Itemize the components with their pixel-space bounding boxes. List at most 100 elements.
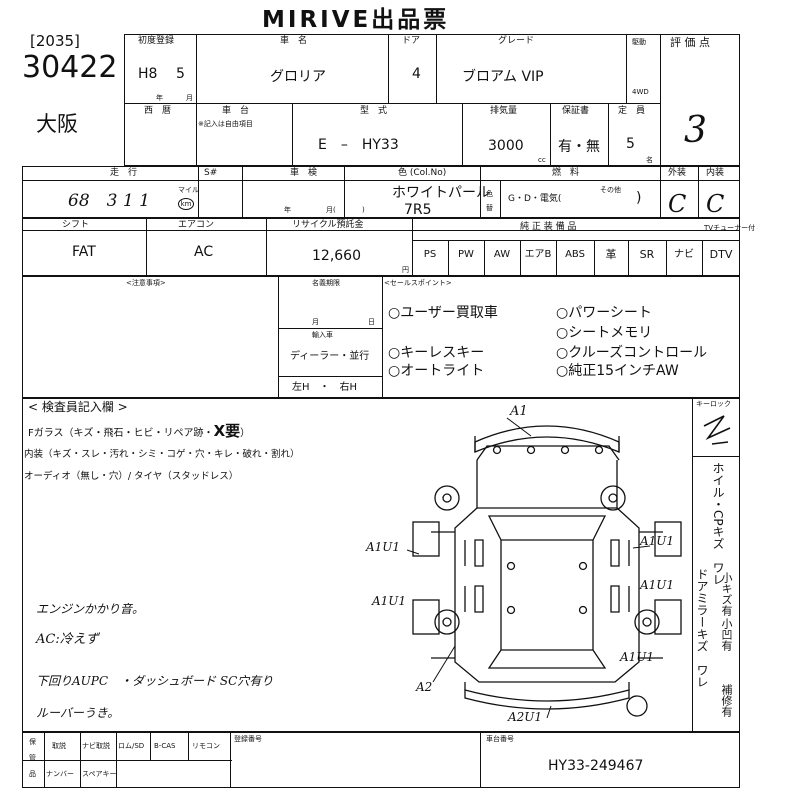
inspector-block xyxy=(22,398,740,732)
score-value: 3 xyxy=(684,110,707,151)
interior-value: C xyxy=(706,190,725,218)
fuel-value: G・D・電気( xyxy=(508,194,562,204)
equip-abs: ABS xyxy=(565,249,585,260)
inspector-label: < 検査員記入欄 > xyxy=(28,400,128,414)
damage-left-rear: A1U1 xyxy=(372,594,407,608)
aircon-value: AC xyxy=(194,244,214,260)
lot-location: 大阪 xyxy=(36,112,78,136)
bottom-side-1: 保 xyxy=(29,738,36,746)
bottom-navi-manual: ナビ取説 xyxy=(82,742,110,750)
registration-label: 初度登録 xyxy=(138,36,175,46)
inspector-glass-line: Fガラス（キズ・飛石・ヒビ・リペア跡・X要） xyxy=(28,420,250,441)
doors-value: 4 xyxy=(412,66,421,82)
equip-dtv: DTV xyxy=(709,248,733,261)
grade-label: グレード xyxy=(498,36,535,46)
tuner-label: TVチューナー付 xyxy=(704,224,756,232)
handwritten-note-2: AC:冷えず xyxy=(36,632,99,647)
import-handle: 左H ・ 右H xyxy=(292,382,358,393)
meigi-hi: 日 xyxy=(368,318,375,326)
handwritten-note-4: ルーバーうき。 xyxy=(36,706,120,720)
handwritten-note-3: 下回りAUPC ・ダッシュボード SC穴有り xyxy=(36,674,274,688)
equip-leather: 革 xyxy=(605,248,617,261)
drive-value: 4WD xyxy=(632,88,649,96)
strip-col-2: ドアミラーキズ ワレ xyxy=(695,568,709,688)
exterior-value: C xyxy=(668,190,687,218)
damage-rear: A2U1 xyxy=(508,710,543,724)
keylock-label: キーロック xyxy=(696,400,731,408)
interior-label: 内装 xyxy=(706,168,725,178)
equip-sunroof: SR xyxy=(639,248,655,261)
aircon-label: エアコン xyxy=(178,220,215,230)
bottom-side-2: 管 xyxy=(29,754,36,762)
glass-mark: X要 xyxy=(213,422,241,440)
damage-right-front: A1U1 xyxy=(640,534,675,548)
strip-mark-2: 小凹有 xyxy=(720,618,733,651)
inspection-tsuki: 月( xyxy=(326,206,336,214)
mileage-unit: マイル xyxy=(178,186,199,194)
exterior-label: 外装 xyxy=(668,168,687,178)
model-label: 型 式 xyxy=(360,106,388,116)
inspection-hi: ) xyxy=(362,206,365,214)
damage-left-front: A1U1 xyxy=(366,540,401,554)
strip-col-1: ホイル・CPキズ ワレ xyxy=(711,462,725,586)
mileage-label: 走 行 xyxy=(110,168,138,178)
notes-block xyxy=(22,276,740,398)
mileage-block xyxy=(22,166,740,218)
sales-point-1: ○ユーザー買取車 xyxy=(388,305,498,321)
shadai-label: 車 台 xyxy=(222,106,250,116)
meigi-tsuki: 月 xyxy=(312,318,319,326)
fuel-other: その他 xyxy=(600,186,621,194)
bottom-rom-sd: ロム/SD xyxy=(118,742,145,750)
car-name-label: 車 名 xyxy=(280,36,308,46)
equipment-label: 純 正 装 備 品 xyxy=(520,222,577,232)
displacement-value: 3000 xyxy=(488,138,524,154)
sales-point-2: ○パワーシート xyxy=(556,305,652,321)
form-title: MIRIVE出品票 xyxy=(262,7,450,33)
import-dealer: ディーラー・並行 xyxy=(290,351,370,362)
sales-point-4: ○キーレスキー xyxy=(388,345,485,361)
bottom-remote: リモコン xyxy=(192,742,220,750)
registration-month: 5 xyxy=(176,66,185,82)
displacement-label: 排気量 xyxy=(490,106,518,116)
capacity-label: 定 員 xyxy=(618,106,646,116)
shift-label: シフト xyxy=(62,220,90,230)
damage-front: A1 xyxy=(510,404,528,419)
bottom-side-3: 品 xyxy=(29,770,36,778)
recycle-unit: 円 xyxy=(402,266,409,274)
damage-right-rear: A1U1 xyxy=(620,650,655,664)
score-label: 評 価 点 xyxy=(670,36,710,49)
color-side-2: 替 xyxy=(486,204,493,212)
displacement-unit: cc xyxy=(538,156,546,164)
warranty-label: 保証書 xyxy=(562,106,590,116)
bottom-spare-key: スペアキー xyxy=(82,770,117,778)
meigi-label: 名義期限 xyxy=(312,279,340,287)
registration-year: H8 xyxy=(138,66,158,82)
doors-label: ドア xyxy=(402,36,421,46)
bottom-manual: 取説 xyxy=(52,742,66,750)
frame-number-value: HY33-249467 xyxy=(548,758,644,774)
frame-number-label: 車台番号 xyxy=(486,735,514,743)
lot-number: 30422 xyxy=(22,50,118,85)
handwritten-note-1: エンジンかかり音。 xyxy=(36,602,145,616)
damage-rear-left: A2 xyxy=(416,680,433,694)
glass-line-end: ） xyxy=(240,428,251,439)
equip-airbag: エアB xyxy=(524,249,552,260)
capacity-unit: 名 xyxy=(646,156,653,164)
capacity-value: 5 xyxy=(626,136,635,152)
sales-point-5: ○クルーズコントロール xyxy=(556,345,708,361)
seireki-sub: ※記入は自由項目 xyxy=(198,120,253,128)
lot-bracket: [2035] xyxy=(30,32,80,50)
car-name-value: グロリア xyxy=(270,69,326,85)
import-label: 輸入車 xyxy=(312,331,333,339)
header-block xyxy=(124,34,740,166)
equip-navi: ナビ xyxy=(674,249,694,260)
sales-point-3: ○シートメモリ xyxy=(556,325,653,341)
notes-label: <注意事項> xyxy=(126,279,166,287)
grade-value: ブロアム VIP xyxy=(462,69,544,85)
recycle-label: リサイクル預託金 xyxy=(292,220,364,230)
shift-value: FAT xyxy=(72,244,96,260)
sales-point-6: ○オートライト xyxy=(388,363,485,379)
bottom-number: ナンバー xyxy=(46,770,74,778)
mileage-value: 68 3 1 1 xyxy=(68,191,150,211)
sales-points-label: <セールスポイント> xyxy=(384,279,452,287)
